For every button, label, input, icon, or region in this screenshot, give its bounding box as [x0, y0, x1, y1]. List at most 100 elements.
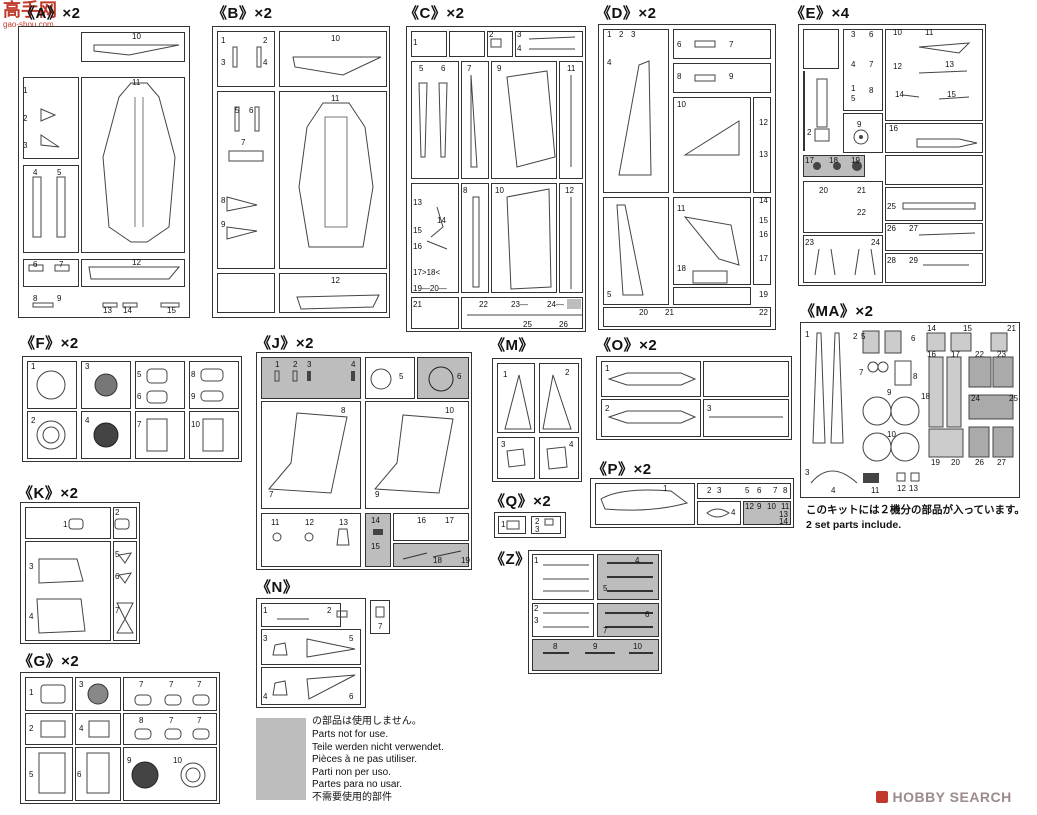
part-label: 9	[857, 120, 862, 129]
part-label: 22	[759, 308, 768, 317]
part-label: 1	[29, 688, 34, 697]
part-label: 17	[951, 350, 960, 359]
part-label: 7	[197, 716, 202, 725]
part-cell	[532, 603, 594, 637]
part-label: 3	[631, 30, 636, 39]
part-label: 17>18<	[413, 268, 441, 277]
unused-part-cell	[365, 513, 391, 567]
part-label: 14	[437, 216, 446, 225]
part-cell	[497, 363, 535, 433]
part-label: 9	[887, 388, 892, 397]
part-label: 7	[197, 680, 202, 689]
part-label: 6	[441, 64, 446, 73]
unused-part-cell	[393, 543, 469, 567]
part-label: 1	[605, 364, 610, 373]
part-label: 1	[31, 362, 36, 371]
part-cell	[411, 183, 459, 293]
part-label: 3	[79, 680, 84, 689]
part-label: 7	[241, 138, 246, 147]
part-cell	[703, 361, 789, 397]
part-label: 13	[339, 518, 348, 527]
part-cell	[803, 181, 883, 233]
unused-part-cell	[743, 501, 791, 525]
part-cell	[279, 273, 387, 313]
sprue-d: 1 2 3 4 6 7 8 9 10 11 12 13 14 15 16 17 …	[598, 24, 776, 330]
part-label: 4	[607, 58, 612, 67]
part-cell	[603, 197, 669, 305]
part-cell	[411, 31, 447, 57]
part-cell	[279, 91, 387, 269]
part-label: 14	[779, 517, 788, 526]
photo-etch-drawing	[810, 330, 1014, 484]
part-label: 2	[534, 604, 539, 613]
part-label: 7	[729, 40, 734, 49]
part-label: 2	[853, 332, 858, 341]
fuselage-upper-drawing	[28, 44, 181, 308]
part-cell	[803, 235, 883, 283]
part-label: 4	[351, 360, 356, 369]
part-label: 2	[293, 360, 298, 369]
watermark-url: gao-shou.com	[3, 20, 54, 29]
weapons-drawing	[543, 562, 653, 654]
sprue-n: 1 2 3 5 4 6	[256, 598, 366, 708]
legend-line-cn: 不需要使用的部件	[312, 792, 392, 803]
sprue-g: 1 3 7 7 7 2 4 8 7 7 5 6 9 10	[20, 672, 220, 804]
drop-tank-drawing	[607, 372, 783, 424]
section-title-e: 《E》×4	[790, 5, 850, 22]
part-cell	[885, 187, 983, 221]
part-cell	[491, 183, 557, 293]
part-label: 9	[191, 392, 196, 401]
part-label: 2	[605, 404, 610, 413]
part-label: 12	[565, 186, 574, 195]
part-label: 10	[677, 100, 686, 109]
legend-line-jp: の部品は使用しません。	[312, 716, 422, 727]
part-label: 5	[399, 372, 404, 381]
part-label: 6	[249, 106, 254, 115]
part-label: 3	[501, 440, 506, 449]
section-title-z: 《Z》	[490, 551, 531, 568]
part-label: 14	[895, 90, 904, 99]
part-label: 12	[893, 62, 902, 71]
part-label: 19	[931, 458, 940, 467]
sprue-m: 1 2 3 4	[492, 358, 582, 482]
part-cell	[261, 667, 361, 705]
part-label: 21	[1007, 324, 1016, 333]
part-label: 3	[307, 360, 312, 369]
part-cell	[23, 77, 79, 159]
part-label: 6	[77, 770, 82, 779]
part-label: 7	[139, 680, 144, 689]
part-label: 3	[707, 404, 712, 413]
legend-line-it: Parti non per uso.	[312, 767, 391, 778]
part-cell	[497, 437, 535, 479]
part-label: 4	[33, 168, 38, 177]
part-label: 8	[221, 196, 226, 205]
sprue-ma: 1 2 5 6 14 15 21 7 8 16 17 22 23 9 18 24…	[800, 322, 1020, 498]
part-label: 19—20—	[413, 284, 447, 293]
part-label: 22	[857, 208, 866, 217]
section-title-ma: 《MA》×2	[800, 303, 874, 320]
part-cell	[393, 513, 469, 541]
part-label: 2	[23, 114, 28, 123]
sprue-b: 1 2 3 4 10 11 5 6 7 8 9 12	[212, 26, 390, 318]
part-cell	[27, 411, 77, 459]
part-label: 10	[331, 34, 340, 43]
part-label: 27	[997, 458, 1006, 467]
sprue-o: 1 2 3	[596, 356, 792, 440]
part-label: 2	[115, 508, 120, 517]
sprue-c: 1 2 3 4 5 6 7 9 11 8 10 12 13 14 15 16 1…	[406, 26, 586, 332]
part-label: 15	[963, 324, 972, 333]
part-cell	[673, 197, 751, 285]
part-label: 2	[29, 724, 34, 733]
part-label: 8	[869, 86, 874, 95]
part-label: 10	[767, 502, 776, 511]
gear-bay-drawing	[36, 518, 134, 634]
part-label: 12	[331, 276, 340, 285]
sprue-q: 1 2 3	[494, 512, 566, 538]
part-label: 15	[167, 306, 176, 315]
part-label: 1	[23, 86, 28, 95]
part-label: 6	[677, 40, 682, 49]
part-label: 2	[535, 517, 540, 526]
part-label: 10	[445, 406, 454, 415]
part-label: 3	[23, 141, 28, 150]
engine-nozzle-drawing	[38, 683, 210, 794]
